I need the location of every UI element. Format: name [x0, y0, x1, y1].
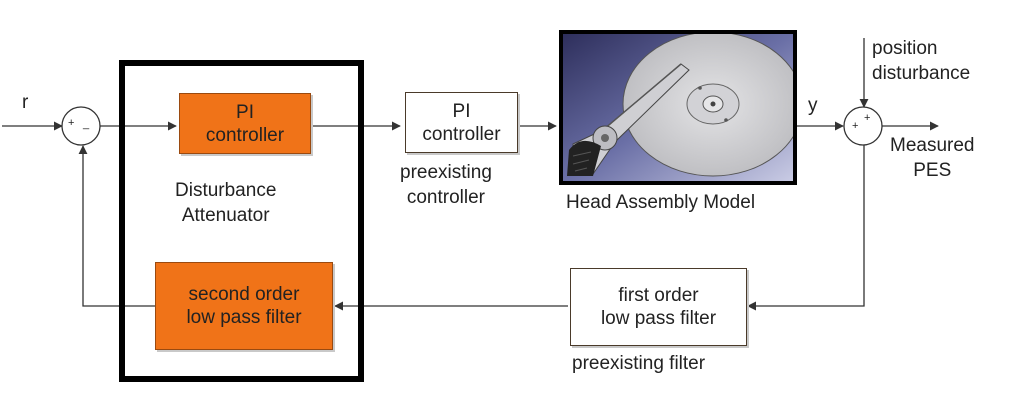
attenuator-title: Disturbance Attenuator [175, 180, 277, 226]
right-sum-plus-sign-top: + [864, 112, 871, 124]
wire-feedback-to-sum [78, 145, 155, 307]
second-order-line1: second order [188, 284, 300, 305]
attenuator-pi-line1: PI [236, 101, 254, 123]
preexisting-pi-line2: controller [422, 123, 501, 145]
disturbance-label: position disturbance [872, 38, 971, 84]
hard-disk-icon [563, 34, 793, 181]
measured-pes-label: Measured PES [890, 135, 975, 181]
head-assembly-caption: Head Assembly Model [566, 192, 756, 213]
preexisting-pi-line1: PI [452, 100, 471, 122]
preexisting-pi-controller-block[interactable]: PI controller [405, 92, 518, 153]
preexisting-controller-caption: preexisting controller [400, 162, 492, 208]
attenuator-pi-controller-block[interactable]: PI controller [179, 93, 311, 154]
attenuator-pi-line2: controller [205, 124, 285, 146]
first-order-line2: low pass filter [600, 308, 717, 329]
output-signal-label: y [808, 95, 818, 116]
right-sum-plus-sign-left: + [852, 120, 859, 132]
first-order-filter-block[interactable]: first order low pass filter [570, 268, 747, 346]
left-summing-junction [61, 106, 101, 146]
reference-signal-label: r [22, 92, 29, 113]
first-order-line1: first order [618, 285, 699, 306]
disturbance-attenuator-frame [119, 60, 364, 382]
left-sum-plus-sign: + [68, 117, 75, 129]
left-sum-minus-sign: _ [83, 118, 90, 130]
head-assembly-block[interactable] [559, 30, 797, 185]
wire-feedback-to-first-order [747, 145, 865, 311]
right-summing-junction [843, 106, 883, 146]
second-order-filter-block[interactable]: second order low pass filter [155, 262, 333, 350]
second-order-line2: low pass filter [186, 307, 302, 328]
preexisting-filter-caption: preexisting filter [572, 353, 706, 374]
